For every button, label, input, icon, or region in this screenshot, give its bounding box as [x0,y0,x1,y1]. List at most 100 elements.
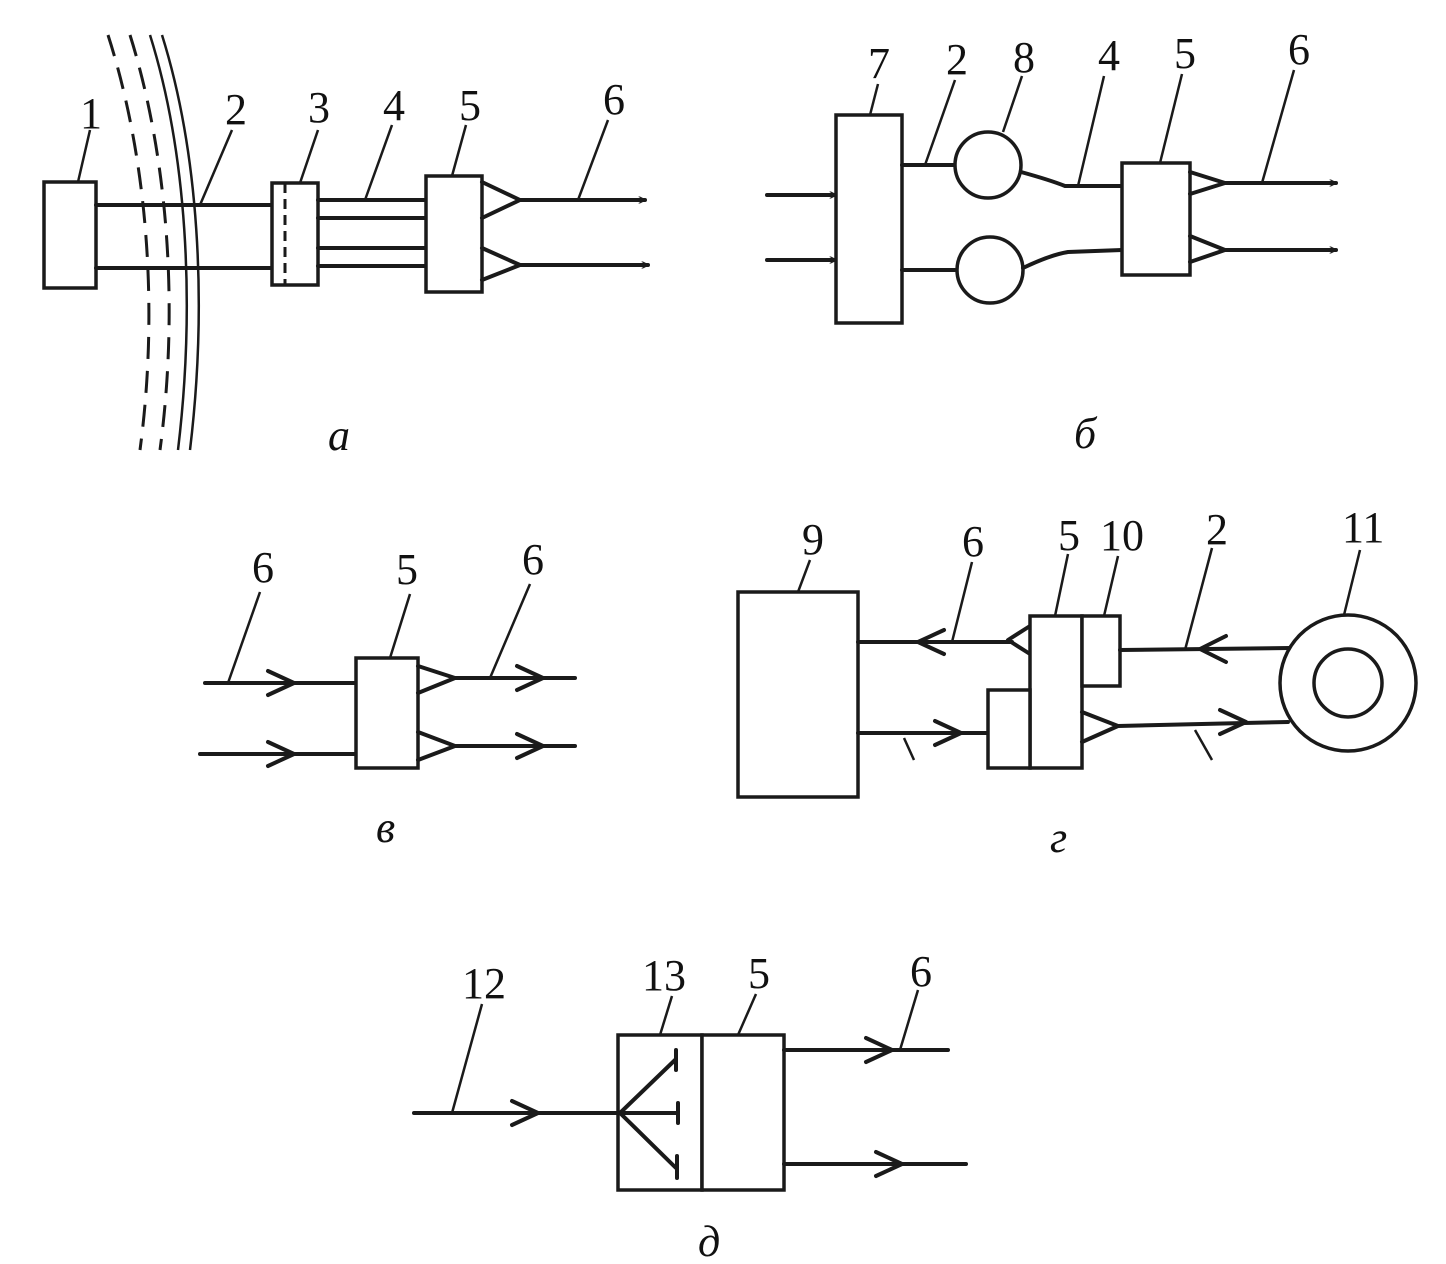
output-arrow-bottom [874,1150,904,1178]
label-10: 10 [1100,511,1144,560]
label-6: 6 [603,75,625,124]
label-2: 2 [1206,505,1228,554]
caption-b: б [1074,409,1098,458]
tick-to-11 [1193,729,1214,761]
leader-13 [658,995,674,1036]
circle-8-bottom [955,235,1025,305]
splitter-top [1188,170,1227,196]
tick-from-9 [902,737,916,761]
panel-a: 1 2 3 4 5 6 а [42,34,650,460]
panel-d: 12 13 5 6 д [412,947,968,1264]
label-11: 11 [1342,503,1384,552]
output-arrow-top [515,664,545,692]
block-1 [42,180,98,290]
splitter-top [416,664,457,695]
leader-6 [1260,69,1296,184]
leader-5 [450,124,468,177]
label-5: 5 [459,81,481,130]
leader-6-right [488,583,532,679]
leader-12 [450,1003,484,1114]
block-10 [1080,614,1122,688]
leader-9 [796,559,812,593]
caption-g: г [1050,813,1067,862]
splitter-bottom [416,730,457,762]
input-arrow-bottom [266,740,296,768]
caption-a: а [328,411,350,460]
fork-branch-up [618,1058,677,1115]
block-9 [736,590,860,799]
leader-4 [1076,75,1106,187]
leader-4 [363,124,394,201]
circle-8-top [953,130,1023,200]
leader-6-left [226,591,262,684]
output-arrow-bottom [515,732,545,760]
arrow-to-9 [916,628,946,656]
leader-5 [1158,73,1184,164]
leader-6 [898,989,920,1051]
leader-2 [1183,547,1214,651]
block-5 [424,174,484,294]
block-5 [354,656,420,770]
label-5: 5 [396,545,418,594]
label-6: 6 [1288,25,1310,74]
leader-6 [950,561,974,643]
arrow-from-11 [1198,634,1228,664]
panel-v: 6 5 6 в [198,535,577,852]
caption-v: в [376,803,395,852]
splitter-bottom [1080,710,1120,744]
block-3 [270,181,320,287]
line-4-bottom [1021,248,1124,270]
leader-6 [576,119,610,201]
panel-b: 7 2 8 4 5 6 б [765,25,1338,458]
label-2: 2 [225,85,247,134]
label-3: 3 [308,83,330,132]
line-to-11 [1116,720,1290,728]
label-2: 2 [946,35,968,84]
line-2-from-11 [1118,646,1292,652]
leader-5 [1053,553,1070,617]
splitter-top [480,180,522,220]
leader-7 [868,83,880,116]
block-5 [700,1033,786,1192]
label-1: 1 [80,89,102,138]
label-8: 8 [1013,33,1035,82]
leader-11 [1342,549,1362,616]
leader-2 [198,129,234,206]
label-6-right: 6 [522,535,544,584]
splitter-bottom [480,246,522,282]
leader-2 [923,79,957,166]
leader-1 [76,129,92,183]
output-arrow-top [864,1036,894,1064]
block-left-small [986,688,1032,770]
label-5: 5 [748,949,770,998]
line-4-top [1019,170,1124,188]
leader-8 [1001,75,1024,133]
block-7 [834,113,904,325]
label-6-left: 6 [252,543,274,592]
fork-branch-down [618,1111,678,1170]
label-13: 13 [642,951,686,1000]
label-5: 5 [1174,29,1196,78]
panel-g: 9 6 5 10 2 11 г [736,503,1418,862]
leader-5 [388,593,412,659]
leader-10 [1102,555,1120,617]
wall-solid-line-1 [148,34,188,451]
label-4: 4 [383,81,405,130]
wall-solid-line-2 [160,34,200,451]
label-5: 5 [1058,511,1080,560]
label-6: 6 [910,947,932,996]
arrow-to-11 [1218,708,1248,736]
label-12: 12 [462,959,506,1008]
block-5 [1120,161,1192,277]
splitter-bottom [1188,234,1227,264]
label-7: 7 [868,39,890,88]
input-arrow [510,1099,540,1127]
ring-11-inner [1312,647,1384,719]
leader-5 [736,993,758,1036]
label-9: 9 [802,515,824,564]
wall-dashed-outer [106,34,151,451]
block-5 [1028,614,1084,770]
caption-d: д [698,1217,720,1264]
label-4: 4 [1098,31,1120,80]
